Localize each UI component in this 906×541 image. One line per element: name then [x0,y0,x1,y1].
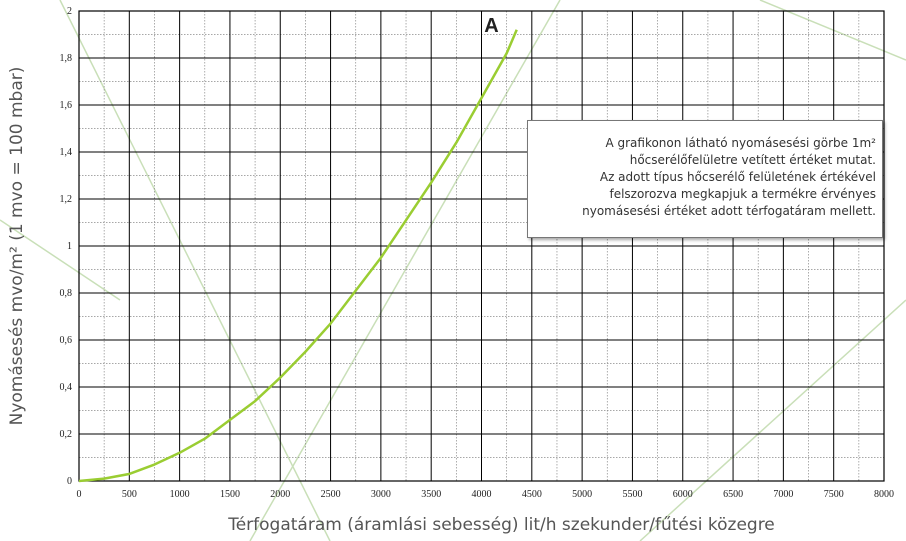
y-tick-label: 0 [67,476,72,487]
x-axis-title: Térfogatáram (áramlási sebesség) lit/h s… [227,515,775,535]
y-axis-title: Nyomásesés mvo/m² (1 mvo = 100 mbar) [7,67,27,426]
x-tick-label: 4500 [522,489,542,500]
series-label: A [484,15,498,37]
x-tick-label: 2500 [321,489,341,500]
x-tick-labels: 0 500 1000 1500 2000 2500 3000 3500 4000 4500 5000… [77,489,895,500]
annotation-line: A grafikonon látható nyomásesési görbe 1… [605,136,876,150]
x-tick-label: 2000 [270,489,290,500]
x-tick-label: 3500 [421,489,441,500]
series-layer: A [78,15,518,483]
watermark-stroke [59,0,331,541]
y-tick-labels: 0 0,2 0,4 0,6 0,8 1 1,2 1,4 1,6 1,8 2 [60,6,73,487]
y-tick-label: 1,8 [60,53,73,64]
y-tick-label: 1,4 [60,147,73,158]
y-tick-label: 0,4 [60,382,73,393]
x-tick-label: 4000 [472,489,492,500]
y-tick-label: 1,6 [60,100,73,111]
watermark-stroke [249,0,561,541]
watermark-stroke [759,0,906,61]
x-tick-label: 8000 [874,489,894,500]
y-tick-label: 1 [67,241,72,252]
x-tick-label: 6000 [673,489,693,500]
series-line-A [78,29,518,483]
x-tick-label: 500 [122,489,137,500]
x-tick-label: 7000 [773,489,793,500]
x-tick-label: 0 [77,489,82,500]
annotation-line: hőcserélőfelületre vetített értéket muta… [629,153,876,167]
x-tick-label: 5000 [572,489,592,500]
x-tick-label: 7500 [824,489,844,500]
y-tick-label: 0,8 [60,288,73,299]
y-tick-label: 2 [67,6,72,17]
watermark-stroke [639,299,906,541]
annotation-line: Az adott típus hőcserélő felületének ért… [599,170,876,184]
annotation-box: A grafikonon látható nyomásesési görbe 1… [527,120,883,238]
y-tick-label: 0,6 [60,335,73,346]
x-tick-label: 3000 [371,489,391,500]
plot-frame [78,10,885,482]
y-tick-label: 0,2 [60,429,73,440]
watermark-stroke [0,219,121,301]
x-tick-label: 6500 [723,489,743,500]
annotation-line: felszorozva megkapjuk a termékre érvénye… [609,187,876,201]
x-tick-label: 5500 [622,489,642,500]
x-tick-label: 1000 [170,489,190,500]
y-tick-label: 1,2 [60,194,73,205]
annotation-line: nyomásesési értéket adott térfogatáram m… [582,204,876,218]
x-tick-label: 1500 [220,489,240,500]
